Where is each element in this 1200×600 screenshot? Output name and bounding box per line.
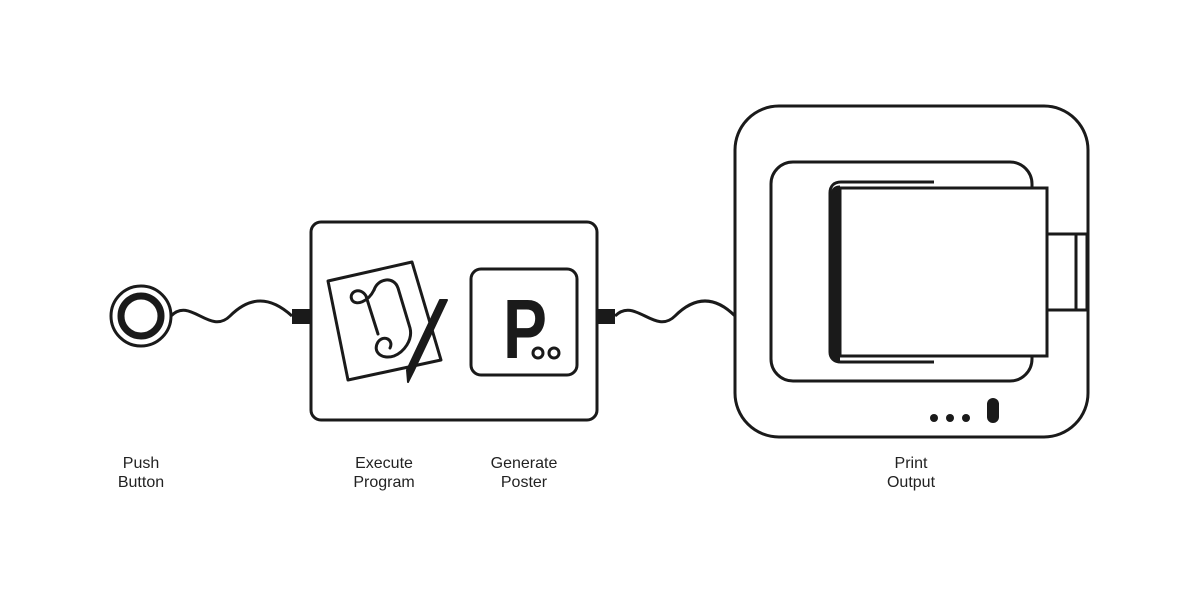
processor-box xyxy=(309,220,599,422)
label-print-line2: Output xyxy=(886,474,936,491)
push-button-icon xyxy=(109,284,173,348)
label-generate-poster: Generate Poster xyxy=(454,454,594,492)
label-gen-line2: Poster xyxy=(500,474,548,491)
label-push-button: Push Button xyxy=(71,454,211,492)
label-print-output: Print Output xyxy=(841,454,981,492)
label-exec-line1: Execute xyxy=(355,455,413,472)
label-gen-line1: Generate xyxy=(490,455,558,472)
label-execute-program: Execute Program xyxy=(314,454,454,492)
label-push-line2: Button xyxy=(117,474,165,491)
label-push-line1: Push xyxy=(122,455,160,472)
indicator-dot-1 xyxy=(930,414,938,422)
power-button xyxy=(987,398,999,423)
poster-letter: P xyxy=(503,282,547,376)
connector-right xyxy=(597,309,615,324)
wire-processor-to-printer xyxy=(613,299,737,324)
label-exec-line2: Program xyxy=(353,474,415,491)
wire-push-to-processor xyxy=(169,299,294,324)
connector-left xyxy=(292,309,311,324)
printer-icon xyxy=(733,104,1090,439)
indicator-dot-3 xyxy=(962,414,970,422)
label-print-line1: Print xyxy=(894,455,928,472)
script-pen-icon xyxy=(326,260,448,383)
poster-p-icon: P xyxy=(469,267,579,377)
indicator-dot-2 xyxy=(946,414,954,422)
